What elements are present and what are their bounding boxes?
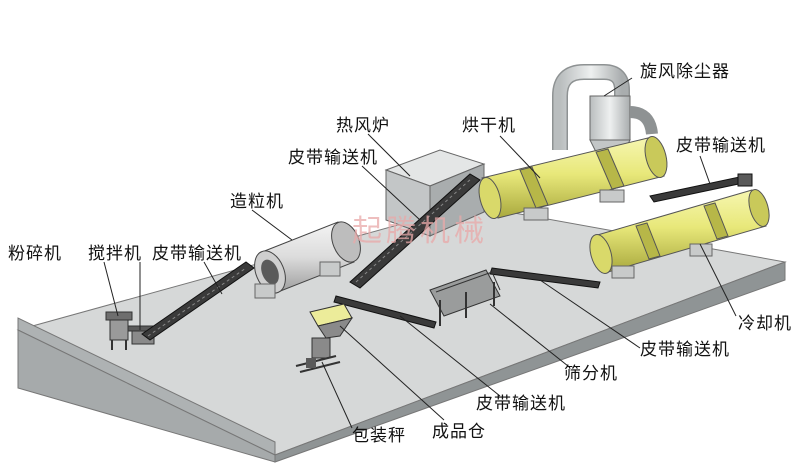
foundation-platform (16, 204, 787, 463)
screener-machine (429, 269, 501, 326)
cooler-drum (589, 189, 770, 279)
label-mixer: 搅拌机 (88, 244, 142, 264)
leader-line-hot-air-furnace (367, 133, 411, 177)
leader-line-conveyor-2 (361, 165, 421, 221)
label-product-bin: 成品仓 (432, 422, 486, 442)
label-conveyor-3: 皮带输送机 (676, 136, 766, 156)
leader-line-cooler (699, 243, 737, 317)
leader-line-conveyor-4 (539, 279, 641, 349)
leader-line-granulator (251, 209, 293, 241)
belt-conveyor-5 (333, 295, 437, 329)
leader-line-packing-scale (321, 361, 353, 429)
leader-line-product-bin (339, 325, 445, 421)
watermark-text: 起腾机械 (352, 214, 488, 249)
product-bin (309, 303, 354, 339)
label-conveyor-1: 皮带输送机 (152, 244, 242, 264)
label-crusher: 粉碎机 (8, 244, 62, 264)
label-packing-scale: 包装秤 (352, 426, 406, 446)
dryer-drum (478, 135, 668, 221)
leader-line-conveyor-3 (699, 155, 711, 185)
leader-line-screener (489, 303, 569, 367)
belt-conveyor-2 (349, 173, 481, 289)
packing-scale (295, 337, 341, 373)
label-dryer: 烘干机 (462, 116, 516, 136)
granulator-drum (254, 221, 361, 299)
label-conveyor-5: 皮带输送机 (476, 394, 566, 414)
belt-conveyor-1 (141, 261, 255, 341)
label-granulator: 造粒机 (230, 192, 284, 212)
leader-line-conveyor-1 (203, 261, 223, 295)
label-cooler: 冷却机 (738, 314, 792, 334)
leader-line-crusher (103, 261, 119, 317)
label-conveyor-4: 皮带输送机 (640, 340, 730, 360)
leader-line-conveyor-5 (399, 315, 501, 397)
label-cyclone: 旋风除尘器 (640, 62, 730, 82)
leader-lines (103, 77, 737, 429)
leader-line-dryer (499, 135, 541, 179)
leader-line-cyclone (603, 77, 633, 97)
belt-conveyor-3 (649, 173, 753, 203)
label-conveyor-2: 皮带输送机 (288, 148, 378, 168)
label-screener: 筛分机 (564, 364, 618, 384)
label-hot-air-furnace: 热风炉 (336, 116, 390, 136)
